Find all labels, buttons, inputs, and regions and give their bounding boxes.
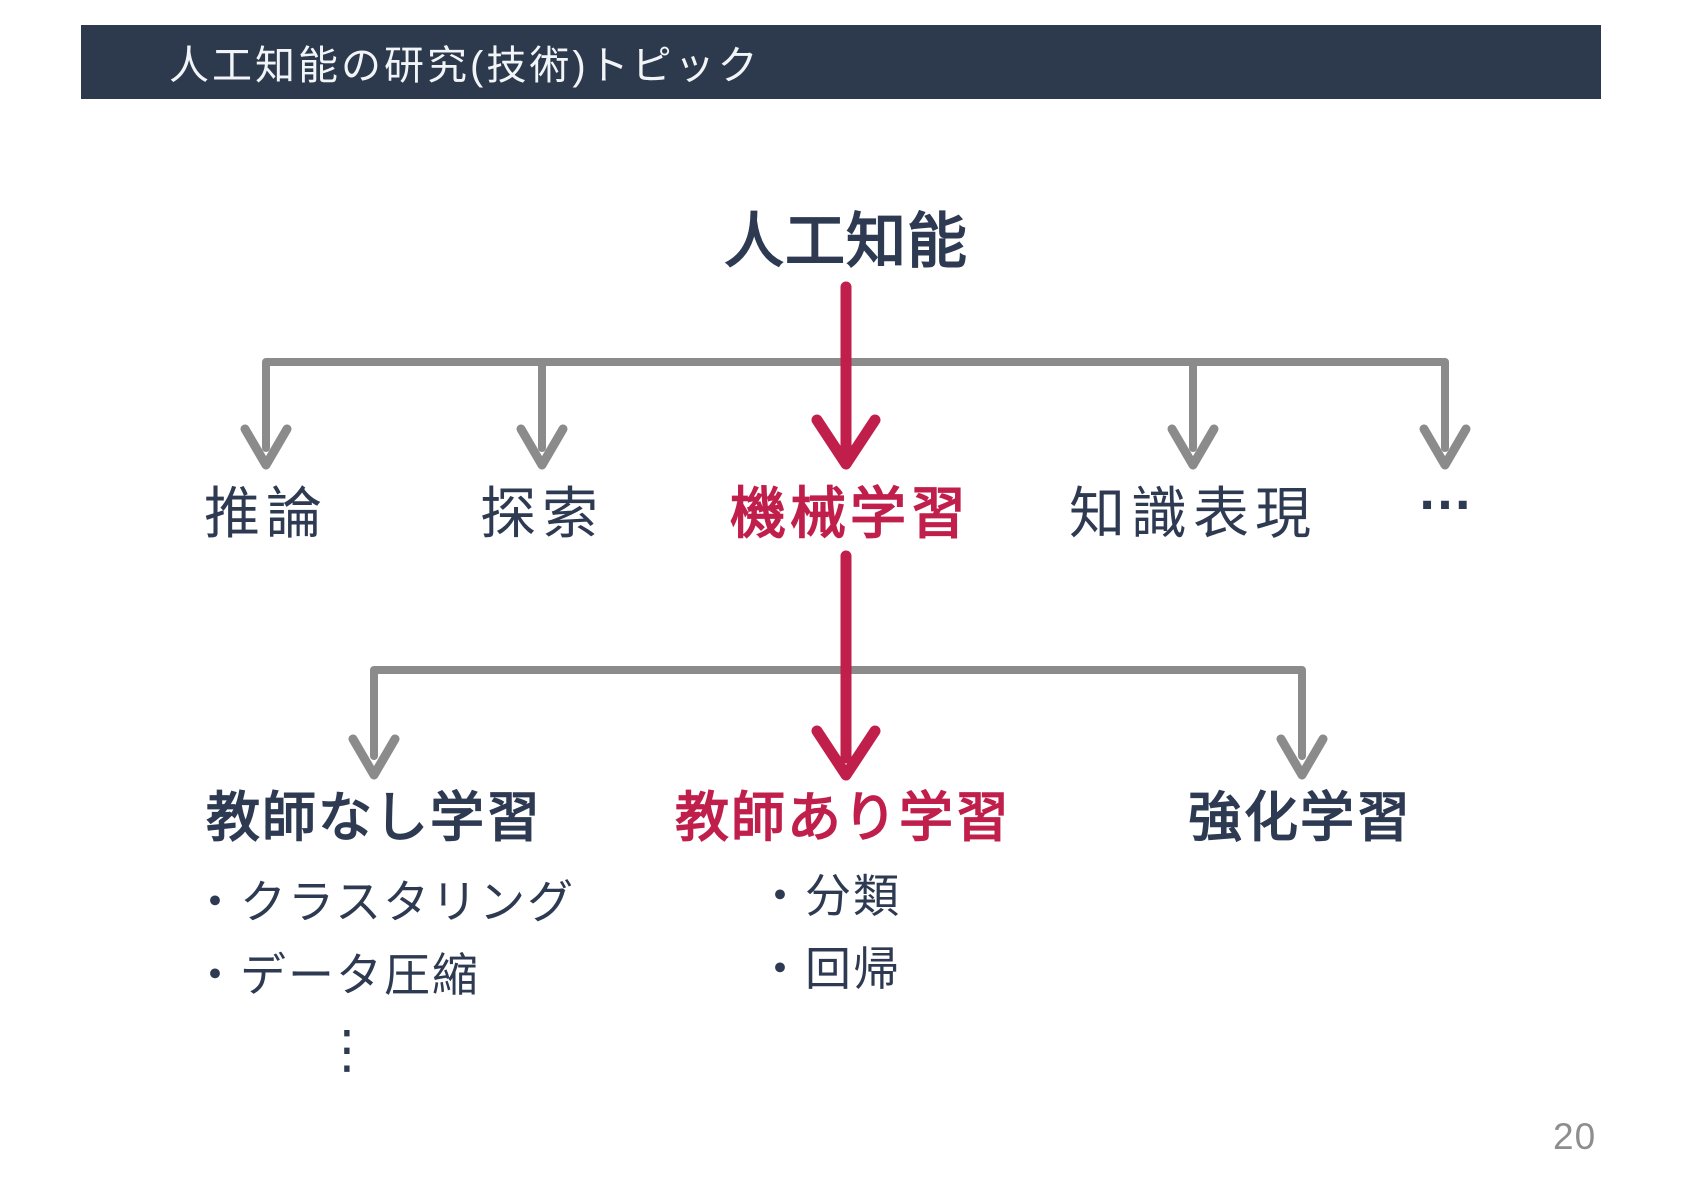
red-arrowhead-icon bbox=[811, 414, 881, 470]
node-machine-learning: 機械学習 bbox=[730, 482, 970, 545]
gray-arrowhead-icon bbox=[1167, 424, 1219, 470]
list-item: ・クラスタリング bbox=[192, 876, 576, 928]
node-artificial-intelligence: 人工知能 bbox=[724, 208, 968, 275]
slide-title: 人工知能の研究(技術)トピック bbox=[169, 44, 761, 88]
node-reinforcement-learning: 強化学習 bbox=[1188, 788, 1412, 848]
unsupervised-examples-list: ・クラスタリング ・データ圧縮 bbox=[192, 866, 575, 1011]
gray-arrowhead-icon bbox=[240, 424, 292, 470]
slide-title-bar: 人工知能の研究(技術)トピック bbox=[81, 25, 1601, 99]
node-knowledge-representation: 知識表現 bbox=[1069, 482, 1317, 545]
list-item: ・回帰 bbox=[757, 942, 901, 995]
node-unsupervised-learning: 教師なし学習 bbox=[206, 788, 542, 848]
list-item: ・分類 bbox=[757, 870, 901, 922]
gray-arrowhead-icon bbox=[348, 734, 400, 780]
node-search: 探索 bbox=[480, 482, 604, 545]
page-number: 20 bbox=[1553, 1116, 1597, 1157]
level1-connector-frame bbox=[262, 358, 1449, 452]
red-arrowhead-icon bbox=[811, 725, 881, 781]
node-supervised-learning: 教師あり学習 bbox=[675, 788, 1011, 848]
vertical-ellipsis: ⋮ bbox=[321, 1020, 373, 1080]
gray-arrowhead-icon bbox=[1276, 734, 1328, 780]
gray-arrowhead-icon bbox=[1419, 424, 1471, 470]
level2-connector-frame bbox=[370, 666, 1306, 760]
list-item: ・データ圧縮 bbox=[192, 948, 480, 1001]
node-inference: 推論 bbox=[204, 482, 328, 545]
supervised-examples-list: ・分類 ・回帰 bbox=[757, 860, 901, 1005]
gray-arrowhead-icon bbox=[516, 424, 568, 470]
node-more-ellipsis: … bbox=[1417, 458, 1477, 521]
